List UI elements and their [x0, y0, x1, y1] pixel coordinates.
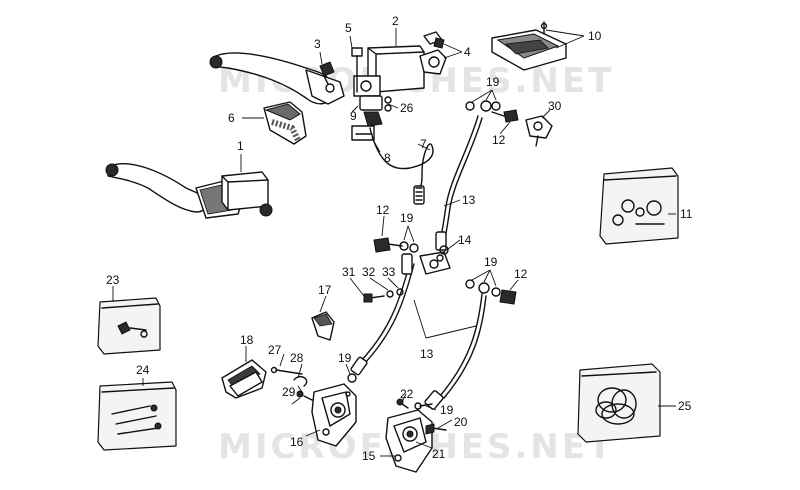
- callout-25: 25: [678, 399, 692, 413]
- callout-12-top: 12: [492, 133, 506, 147]
- callout-19-lower-left: 19: [338, 351, 352, 365]
- callout-28: 28: [290, 351, 304, 365]
- callout-29: 29: [282, 385, 296, 399]
- middle-left-bolt: [373, 237, 419, 253]
- part-23-pin-kit-bag: [97, 297, 161, 355]
- callout-27: 27: [268, 343, 282, 357]
- callout-labels: 3 5 2 4 10 6 9 26 8 7 19 12 30 1 11 12 1…: [106, 14, 693, 463]
- callout-32: 32: [362, 265, 376, 279]
- callout-14: 14: [458, 233, 472, 247]
- part-20-22-bleeders: [396, 398, 447, 435]
- callout-3: 3: [314, 37, 321, 51]
- callout-15: 15: [362, 449, 376, 463]
- part-7-switch-cable: [369, 127, 434, 205]
- part-11-seal-kit-bag: [599, 167, 679, 245]
- leader-lines: [112, 28, 676, 457]
- callout-24: 24: [136, 363, 150, 377]
- part-3-screw: [319, 61, 335, 85]
- callout-7: 7: [420, 137, 427, 151]
- middle-right-bolt: [465, 279, 517, 305]
- callout-26: 26: [400, 101, 414, 115]
- callout-13-top: 13: [462, 193, 476, 207]
- part-1-brake-lever: [105, 162, 273, 219]
- callout-17: 17: [318, 283, 332, 297]
- part-10-reservoir-cover: [491, 21, 567, 71]
- callout-33: 33: [382, 265, 396, 279]
- part-9-switch: [351, 95, 383, 141]
- part-13-brake-hoses: [350, 115, 487, 410]
- part-4-banjo-bolt: [433, 37, 445, 49]
- part-15-right-caliper: [385, 409, 433, 473]
- callout-6: 6: [228, 111, 235, 125]
- callout-12-right: 12: [514, 267, 528, 281]
- callout-23: 23: [106, 273, 120, 287]
- callout-21: 21: [432, 447, 446, 461]
- part-17-pad-spring: [311, 311, 335, 341]
- callout-20: 20: [454, 415, 468, 429]
- callout-12-middle: 12: [376, 203, 390, 217]
- part-26-washers: [384, 96, 392, 112]
- callout-13-bottom: 13: [420, 347, 434, 361]
- callout-31: 31: [342, 265, 356, 279]
- part-6-rubber-block: [263, 101, 307, 145]
- upper-banjo-washers: [465, 100, 519, 123]
- callout-18: 18: [240, 333, 254, 347]
- part-16-left-caliper: [311, 383, 357, 447]
- part-24-pad-kit-bag: [97, 381, 177, 451]
- callout-8: 8: [384, 151, 391, 165]
- callout-5: 5: [345, 21, 352, 35]
- callout-19-middle-right: 19: [484, 255, 498, 269]
- callout-30: 30: [548, 99, 562, 113]
- callout-16: 16: [290, 435, 304, 449]
- part-5-pin: [351, 47, 363, 93]
- callout-2: 2: [392, 14, 399, 28]
- upper-lever: [209, 52, 345, 105]
- callout-1: 1: [237, 139, 244, 153]
- lower-left-washer: [347, 373, 357, 383]
- callout-22: 22: [400, 387, 414, 401]
- part-31-33-bolt-set: [363, 288, 404, 303]
- callout-19-lower-right: 19: [440, 403, 454, 417]
- callout-9: 9: [350, 109, 357, 123]
- part-30-brake-switch: [525, 115, 553, 147]
- part-25-hose-kit-bag: [577, 363, 661, 443]
- part-14-junction: [419, 245, 451, 275]
- callout-10: 10: [588, 29, 602, 43]
- part-18-brake-pads: [221, 359, 267, 399]
- callout-4: 4: [464, 45, 471, 59]
- callout-11: 11: [680, 207, 693, 221]
- callout-19-middle-left: 19: [400, 211, 414, 225]
- callout-19-top: 19: [486, 75, 500, 89]
- part-2-master-cylinder: [353, 31, 447, 97]
